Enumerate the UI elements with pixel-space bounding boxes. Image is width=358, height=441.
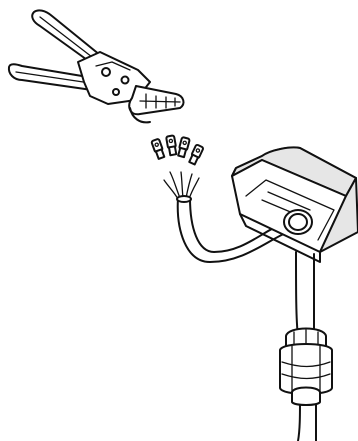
cable-gland-icon xyxy=(280,329,332,406)
stripped-wires-icon xyxy=(164,172,199,199)
crimping-tool-icon xyxy=(9,10,184,122)
junction-box-icon xyxy=(232,147,358,262)
crimp-connectors-icon xyxy=(151,135,203,165)
